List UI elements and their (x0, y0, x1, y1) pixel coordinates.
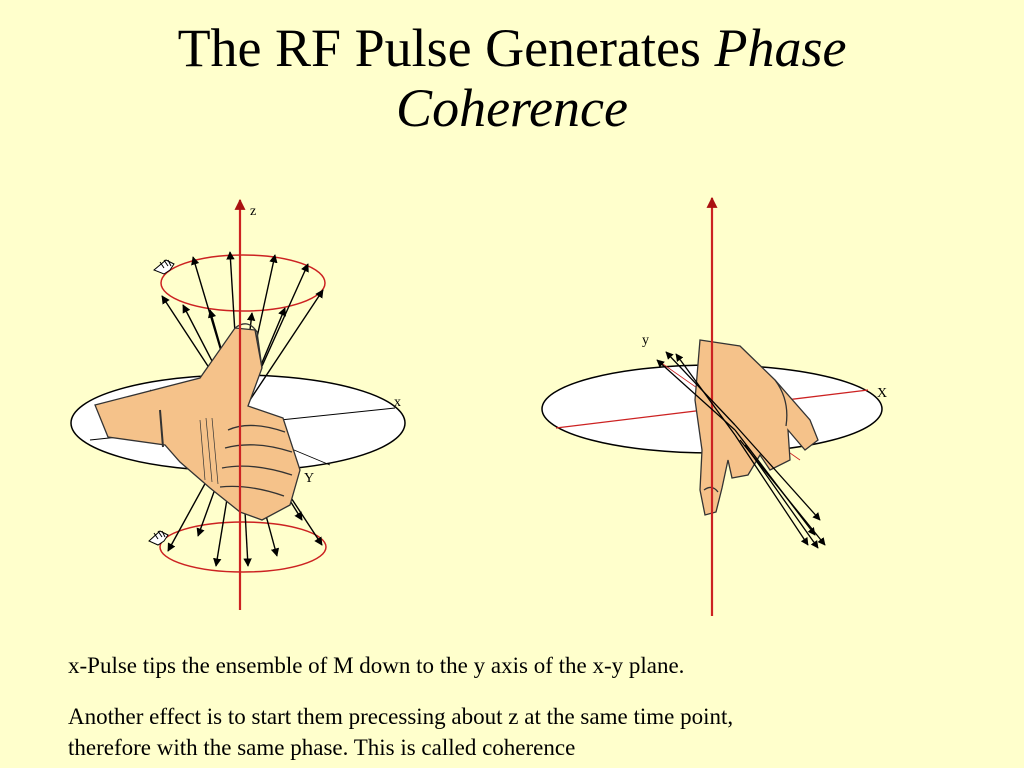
right-diagram: y X (541, 196, 887, 616)
caption-line-2: Another effect is to start them precessi… (68, 701, 968, 763)
title-prefix: The RF Pulse Generates (177, 18, 715, 78)
right-x-label: X (877, 386, 887, 401)
thumbs-up-hand-icon (94, 323, 301, 521)
right-coherent-spin-vectors (656, 351, 826, 549)
title-line2: Coherence (396, 78, 628, 138)
left-y-label: Y (304, 471, 314, 486)
left-z-label: z (250, 204, 256, 219)
title-italic: Phase (714, 18, 847, 78)
precession-diagram: z x Y y X (70, 196, 887, 616)
left-top-precession-circle (160, 254, 326, 312)
left-bottom-precession-circle (159, 521, 327, 573)
caption-line-1: x-Pulse tips the ensemble of M down to t… (68, 653, 685, 678)
caption-line-2b: therefore with the same phase. This is c… (68, 735, 576, 760)
caption-line-2a: Another effect is to start them precessi… (68, 704, 734, 729)
small-hand-icon (153, 259, 175, 275)
slide-title: The RF Pulse Generates Phase Coherence (0, 18, 1024, 138)
pointing-hand-icon (694, 339, 819, 516)
left-x-label: x (394, 395, 401, 410)
right-y-label: y (642, 333, 649, 348)
left-diagram: z x Y (70, 198, 406, 610)
small-hand-icon (148, 530, 169, 546)
